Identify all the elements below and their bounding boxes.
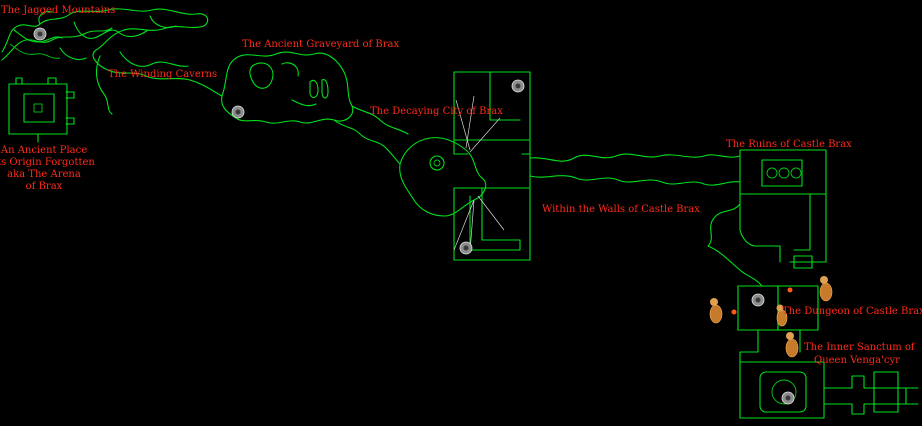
castle-ruins-region xyxy=(707,149,827,263)
waypoint-castle-dungeon-icon[interactable] xyxy=(751,293,765,307)
label-ancient-place-line-3: aka The Arena xyxy=(7,169,81,180)
arena-of-brax-region xyxy=(8,77,75,143)
label-jagged-mountains: The Jagged Mountains xyxy=(1,5,115,16)
label-winding-caverns: The Winding Caverns xyxy=(108,69,217,80)
label-ancient-place-line-4: of Brax xyxy=(26,181,63,192)
ghoul-monster-icon-west[interactable] xyxy=(709,298,737,324)
label-ancient-place-line-1: An Ancient Place xyxy=(0,145,87,156)
label-castle-dungeon: The Dungeon of Castle Brax xyxy=(782,306,922,317)
graveyard-city-tunnel xyxy=(333,105,409,165)
castle-dungeon-region xyxy=(707,245,819,363)
ghoul-monster-icon-south-2[interactable] xyxy=(785,332,799,358)
city-castle-tunnel xyxy=(529,153,741,186)
inner-sanctum-region xyxy=(739,361,919,419)
label-ancient-graveyard: The Ancient Graveyard of Brax xyxy=(242,39,399,50)
ghoul-monster-icon-east[interactable] xyxy=(787,276,833,302)
jagged-mountains-region xyxy=(1,8,223,115)
label-ancient-place-line-2: Its Origin Forgotten xyxy=(0,157,95,168)
label-castle-ruins: The Ruins of Castle Brax xyxy=(726,139,852,150)
waypoint-decaying-city-lower-icon[interactable] xyxy=(459,241,473,255)
ghoul-monster-icon-south-1[interactable] xyxy=(776,304,788,327)
waypoint-winding-caverns-icon[interactable] xyxy=(231,105,245,119)
waypoint-jagged-mountains-icon[interactable] xyxy=(33,27,47,41)
label-inner-sanctum-line-2: Queen Venga'cyr xyxy=(814,355,900,366)
waypoint-decaying-city-upper-icon[interactable] xyxy=(511,79,525,93)
waypoint-inner-sanctum-icon[interactable] xyxy=(781,391,795,405)
label-decaying-city: The Decaying City of Brax xyxy=(370,106,503,117)
label-within-walls: Within the Walls of Castle Brax xyxy=(542,204,700,215)
decaying-city-region xyxy=(399,71,531,261)
label-inner-sanctum-line-1: The Inner Sanctum of xyxy=(804,342,916,353)
